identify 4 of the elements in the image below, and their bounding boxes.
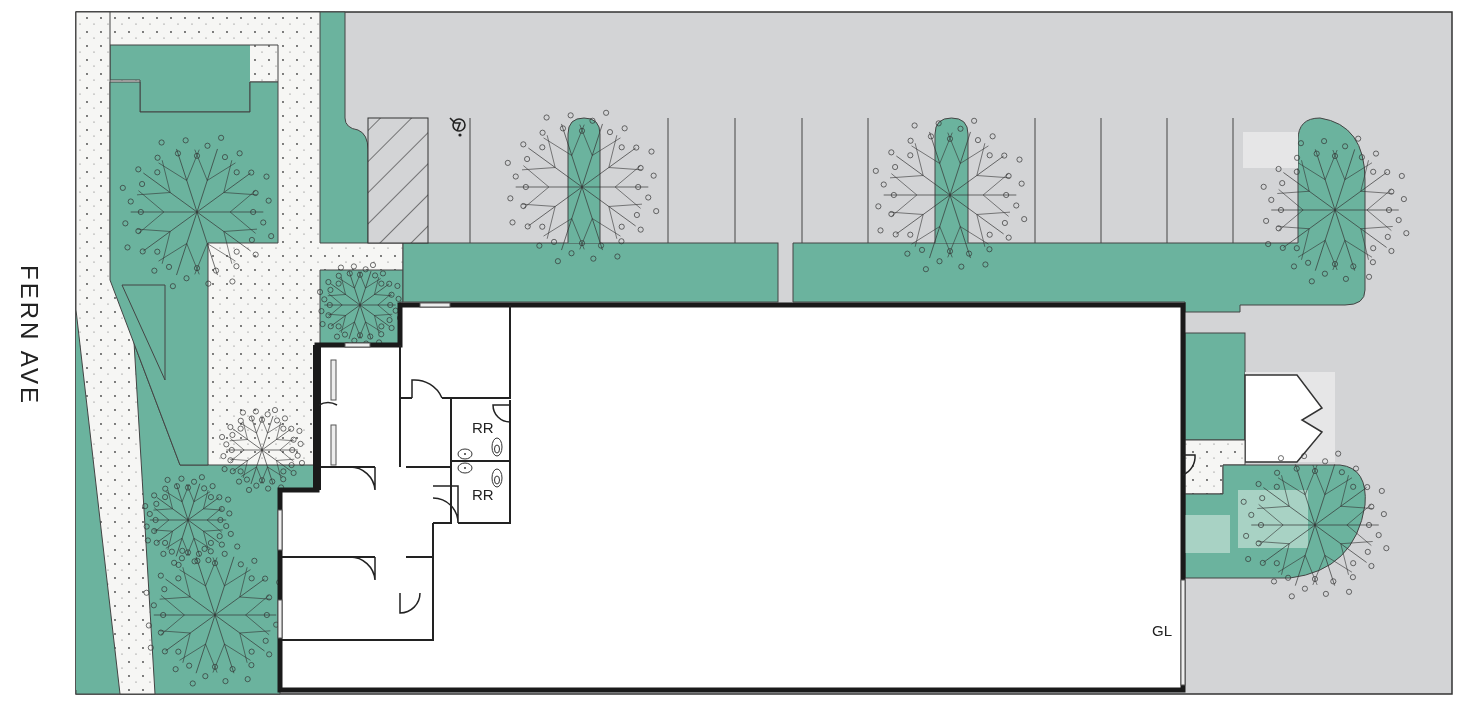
room-label: RR bbox=[472, 487, 494, 502]
room-label: RR bbox=[472, 420, 494, 435]
street-name: FERN AVE bbox=[17, 265, 41, 406]
room-label: GL bbox=[1152, 623, 1172, 638]
